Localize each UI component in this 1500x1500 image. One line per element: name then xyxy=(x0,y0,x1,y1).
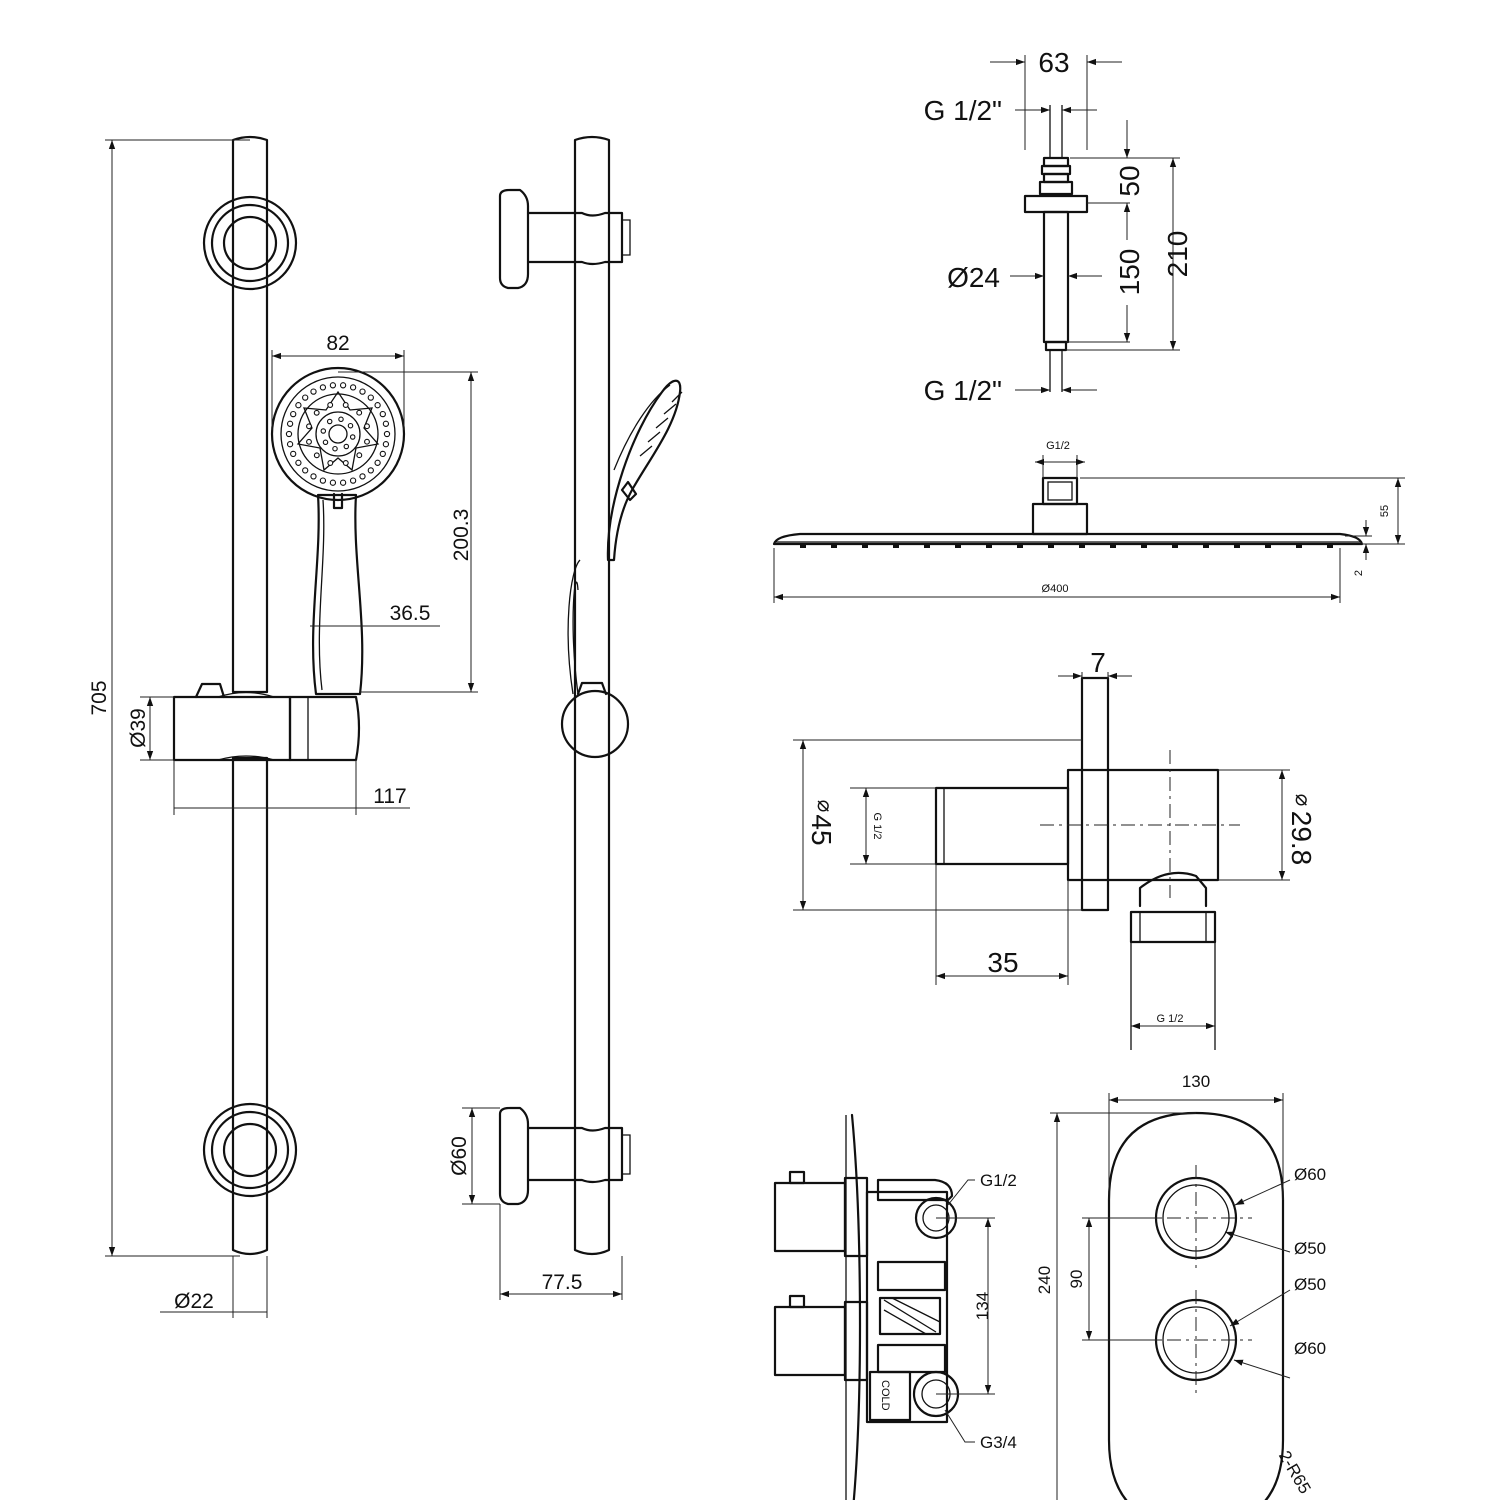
dim-plate-top-inner: Ø50 xyxy=(1294,1239,1326,1258)
dim-arm-top-section: 50 xyxy=(1114,165,1145,196)
dim-head-diameter: Ø400 xyxy=(1042,583,1069,595)
dim-arm-tube-length: 150 xyxy=(1114,249,1145,296)
dim-outlet-dia-symbol: ⌀ xyxy=(1291,794,1314,807)
valve-plate-front-view xyxy=(1107,1111,1285,1500)
dim-valve-top-inlet: G1/2 xyxy=(980,1171,1017,1190)
wall-outlet-view xyxy=(934,676,1240,1050)
valve-body-side-view: COLD xyxy=(773,1113,960,1500)
dim-outlet-diameter: 29.8 xyxy=(1286,811,1317,866)
dim-valve-centres-side: 134 xyxy=(973,1292,992,1320)
dim-slider-offset: 117 xyxy=(373,785,406,808)
dim-outlet-body-diameter: 45 xyxy=(806,814,837,845)
dim-bracket-diameter: Ø60 xyxy=(448,1136,471,1176)
dim-plate-height: 240 xyxy=(1035,1266,1054,1294)
dim-arm-total-length: 210 xyxy=(1162,231,1193,278)
handset-front-view xyxy=(270,366,406,696)
dim-head-height: 55 xyxy=(1379,505,1391,517)
dim-valve-bottom-inlet: G3/4 xyxy=(980,1433,1017,1452)
dim-clamp-diameter: Ø39 xyxy=(127,708,150,748)
dim-head-inlet: G1/2 xyxy=(1046,440,1070,452)
dim-outlet-thread: G 1/2 xyxy=(1157,1013,1184,1025)
dim-rail-diameter: Ø22 xyxy=(174,1290,214,1313)
ceiling-arm-view xyxy=(1023,105,1089,392)
dim-plate-width: 130 xyxy=(1182,1072,1210,1091)
dimensions xyxy=(105,55,1405,1500)
dim-rail-height: 705 xyxy=(88,680,111,715)
dim-plate-centres: 90 xyxy=(1067,1270,1086,1289)
dim-outlet-depth: 35 xyxy=(987,947,1018,978)
dim-outlet-body-dia-symbol: ⌀ xyxy=(813,800,836,813)
dim-arm-width: 63 xyxy=(1038,47,1069,78)
dim-plate-bottom-inner: Ø50 xyxy=(1294,1275,1326,1294)
dim-arm-top-thread: G 1/2" xyxy=(924,95,1002,126)
dim-handset-length: 200.3 xyxy=(450,509,473,562)
dim-plate-top-outer: Ø60 xyxy=(1294,1165,1326,1184)
rail-front-view xyxy=(172,135,361,1256)
rail-side-view xyxy=(498,135,683,1256)
dim-arm-bottom-thread: G 1/2" xyxy=(924,375,1002,406)
shower-head-view xyxy=(772,476,1364,548)
dim-arm-tube-diameter: Ø24 xyxy=(947,262,1000,293)
dim-plate-radius: 2-R65 xyxy=(1275,1447,1315,1497)
dim-outlet-plate: 7 xyxy=(1090,647,1106,678)
dim-projection: 77.5 xyxy=(542,1271,583,1294)
dim-outlet-inlet-thread: G 1/2 xyxy=(871,813,883,840)
dim-handset-width: 82 xyxy=(326,332,349,355)
spray-nozzles-icon xyxy=(285,382,391,486)
dim-head-plate: 2 xyxy=(1353,570,1365,576)
dim-plate-bottom-outer: Ø60 xyxy=(1294,1339,1326,1358)
cold-label: COLD xyxy=(879,1380,891,1411)
shower-nozzles-icon xyxy=(800,544,1333,548)
dim-handle-width: 36.5 xyxy=(390,602,431,625)
dimension-labels: 705 Ø39 117 Ø22 82 200.3 36.5 Ø60 77.5 6… xyxy=(88,47,1391,1497)
